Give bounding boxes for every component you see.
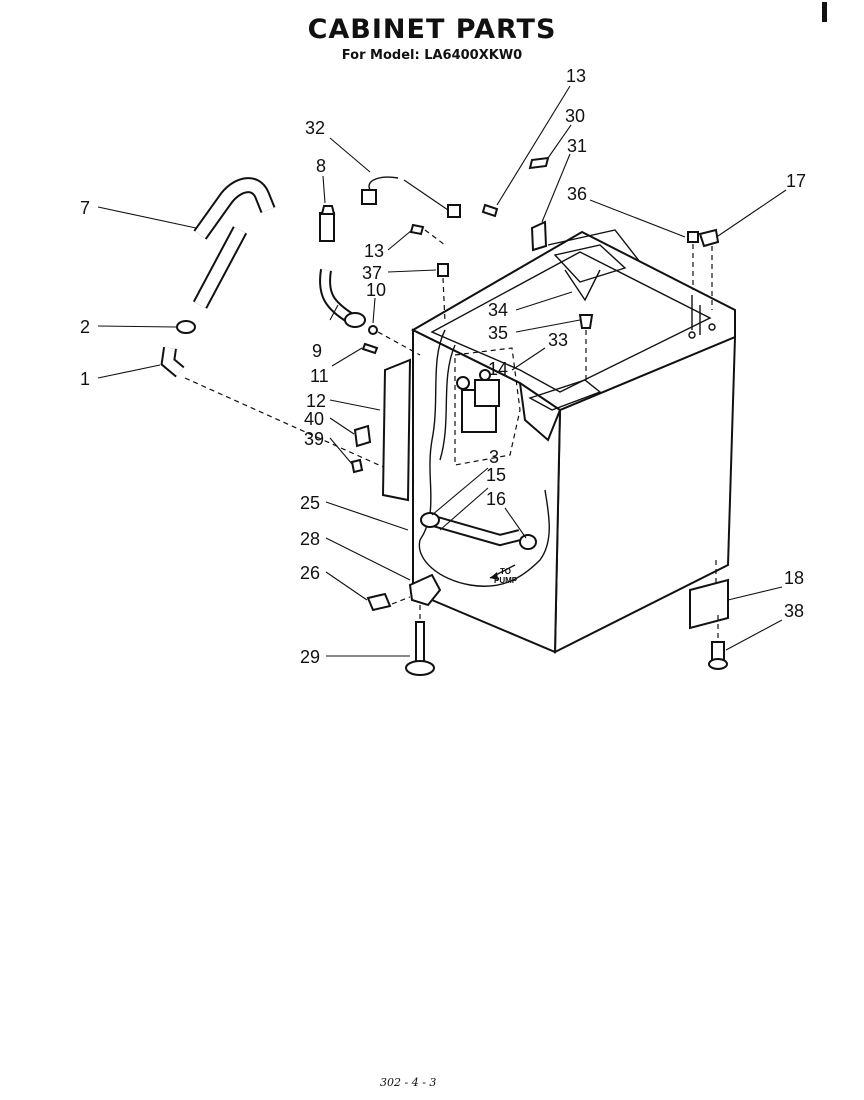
callout-7: 7 — [80, 198, 90, 218]
callout-34: 34 — [488, 300, 508, 320]
callout-32: 32 — [305, 118, 325, 138]
callout-16: 16 — [486, 489, 506, 509]
clamp-ring — [368, 325, 378, 335]
bolt-38-shank — [711, 641, 725, 661]
model-subtitle: For Model: LA6400XKW0 — [341, 48, 523, 63]
screw-upper — [481, 203, 499, 218]
callout-15: 15 — [486, 465, 506, 485]
callout-29: 29 — [300, 647, 320, 667]
clip-40 — [353, 424, 372, 448]
callout-3: 3 — [489, 447, 499, 467]
cord-plug — [361, 189, 377, 205]
screw-37 — [437, 263, 449, 277]
leveling-leg-foot — [405, 660, 435, 676]
callout-28: 28 — [300, 529, 320, 549]
callout-1: 1 — [80, 369, 90, 389]
callout-40: 40 — [304, 409, 324, 429]
elbow-dashed-leader — [184, 377, 391, 471]
screw-11 — [361, 342, 379, 355]
hose-coil — [344, 312, 366, 328]
clip-17 — [698, 228, 720, 248]
callout-17: 17 — [786, 171, 806, 191]
wire-harness — [418, 329, 550, 587]
callout-12: 12 — [306, 391, 326, 411]
hose-clamp-3 — [420, 512, 440, 528]
top-brace — [547, 229, 641, 263]
bolt-38-head — [708, 658, 728, 670]
front-corner-bracket — [528, 379, 602, 411]
foot-bracket-28 — [408, 573, 442, 607]
callout-labels: 7 2 1 32 8 13 37 10 9 11 12 40 39 25 28 … — [80, 66, 806, 667]
callout-11: 11 — [310, 366, 329, 386]
callout-37: 37 — [362, 263, 382, 283]
bumper-35 — [578, 314, 594, 329]
page-footer-code: 302 - 4 - 3 — [380, 1076, 437, 1089]
valve-stem — [319, 212, 335, 242]
clip-31 — [530, 220, 548, 252]
callout-9: 9 — [312, 341, 322, 361]
cabinet-side-panel — [412, 328, 561, 654]
callout-18: 18 — [784, 568, 804, 588]
side-bracket — [381, 358, 412, 502]
callout-13-left: 13 — [364, 241, 384, 261]
foot-clip-26 — [366, 592, 392, 612]
callout-14: 14 — [488, 359, 508, 379]
callout-36: 36 — [567, 184, 587, 204]
cord — [368, 176, 399, 191]
callout-35: 35 — [488, 323, 508, 343]
screw-13 — [409, 223, 425, 236]
bolt-36 — [687, 231, 699, 243]
valve-cap — [320, 205, 336, 215]
pump-note-line2: PUMP — [494, 576, 518, 585]
switch-grommet — [456, 376, 470, 390]
pad-30 — [528, 156, 550, 170]
callout-39: 39 — [304, 429, 324, 449]
switch-detail-box — [454, 347, 521, 466]
rear-bracket-18 — [689, 578, 729, 630]
support-34 — [564, 269, 601, 302]
callout-31: 31 — [567, 136, 587, 156]
callout-8: 8 — [316, 156, 326, 176]
plug-39 — [350, 458, 364, 474]
leveling-leg-stem — [415, 621, 425, 665]
page-title: CABINET PARTS — [307, 14, 557, 45]
callout-2: 2 — [80, 317, 90, 337]
hose-clamp-16 — [519, 534, 537, 550]
callout-25: 25 — [300, 493, 320, 513]
hose-clamp — [176, 320, 196, 334]
pump-note-line1: TO — [500, 567, 511, 576]
callout-10: 10 — [366, 280, 386, 300]
cabinet-top-opening — [430, 251, 712, 393]
callout-38: 38 — [784, 601, 804, 621]
top-corner-bracket — [553, 244, 627, 283]
cabinet — [410, 229, 737, 654]
callout-33: 33 — [548, 330, 568, 350]
scan-edge-mark — [822, 2, 827, 22]
callout-30: 30 — [565, 106, 585, 126]
leader-lines — [97, 85, 787, 657]
callout-26: 26 — [300, 563, 320, 583]
pressure-switch — [461, 369, 500, 433]
corner-screws — [691, 295, 701, 335]
callout-13-top: 13 — [566, 66, 586, 86]
